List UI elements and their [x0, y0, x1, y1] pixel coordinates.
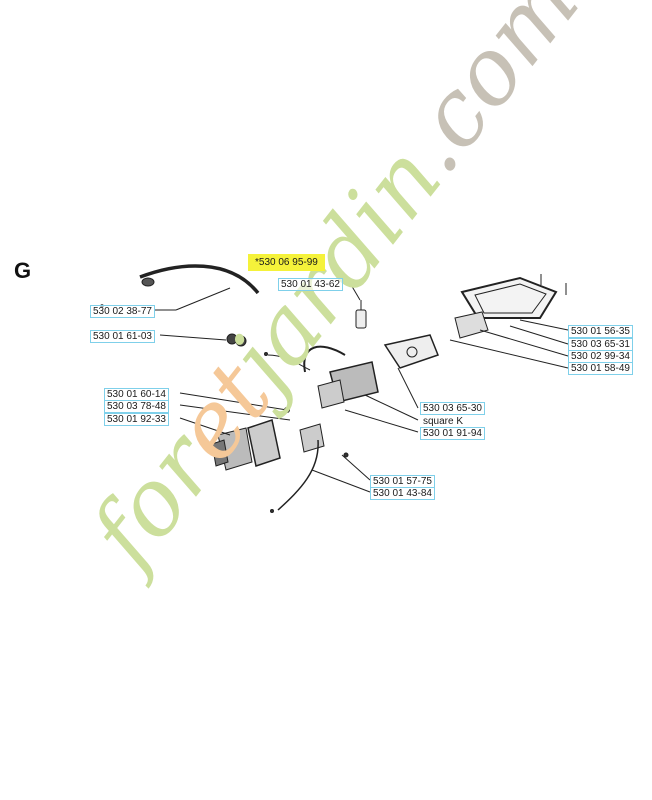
part-label: 530 01 92-33: [104, 413, 169, 426]
part-label: 530 01 43-62: [278, 278, 343, 291]
part-label: 530 01 91-94: [420, 427, 485, 440]
choke-cable: [277, 439, 319, 511]
part-label: 530 01 58-49: [568, 362, 633, 375]
part-label: 530 02 38-77: [90, 305, 155, 318]
part-label: 530 01 56-35: [568, 325, 633, 338]
air-filter-cover: [454, 274, 567, 339]
bracket: [211, 419, 281, 471]
part-label: 530 03 65-30: [420, 402, 485, 415]
throttle-cable: [303, 345, 346, 373]
part-label: 530 01 43-84: [370, 487, 435, 500]
fuel-filter: [355, 300, 367, 329]
part-label: square K: [423, 416, 464, 427]
part-label: 530 01 61-03: [90, 330, 155, 343]
highlighted-part-number: *530 06 95-99: [248, 254, 325, 271]
section-letter: G: [14, 258, 32, 283]
grommet: [226, 333, 247, 347]
carburettor: [299, 334, 439, 453]
part-label: 530 03 78-48: [104, 400, 169, 413]
fuel-hose: [139, 264, 260, 295]
